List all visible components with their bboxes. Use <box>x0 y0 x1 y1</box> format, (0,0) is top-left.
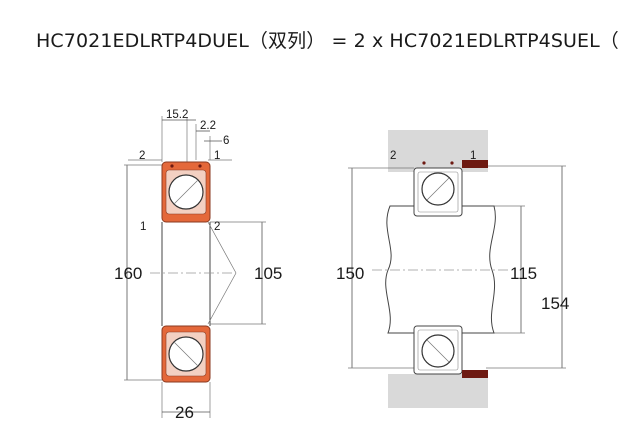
mounted-bearing-view: 2 1 150 115 154 <box>336 130 569 408</box>
dim-housing-outer: 154 <box>541 294 569 313</box>
page-title: HC7021EDLRTP4DUEL（双列） = 2 x HC7021EDLRTP… <box>36 30 619 52</box>
dim-width: 26 <box>175 403 194 422</box>
single-bearing-view: 15.2 2.2 6 2 1 1 2 160 105 26 <box>114 109 282 422</box>
dim-top-width: 15.2 <box>166 109 188 121</box>
mounted-mark-left-top: 2 <box>390 150 396 162</box>
mark-right-top: 1 <box>214 150 220 162</box>
dim-small-b: 6 <box>223 135 229 147</box>
dim-inner-diameter: 105 <box>254 264 282 283</box>
cover-plate-top <box>462 160 488 168</box>
mark-right-mid: 2 <box>214 221 220 233</box>
dim-housing-bore: 150 <box>336 264 364 283</box>
shaft <box>385 205 496 334</box>
mark-left-top: 2 <box>139 150 145 162</box>
dim-small-a: 2.2 <box>200 120 216 132</box>
housing-bottom <box>388 374 488 408</box>
cover-plate-bottom <box>462 370 488 378</box>
mark-left-mid: 1 <box>140 221 146 233</box>
mounted-mark-right-top: 1 <box>470 150 476 162</box>
dim-shaft-diameter: 115 <box>510 264 537 283</box>
dim-outer-diameter: 160 <box>114 264 142 283</box>
